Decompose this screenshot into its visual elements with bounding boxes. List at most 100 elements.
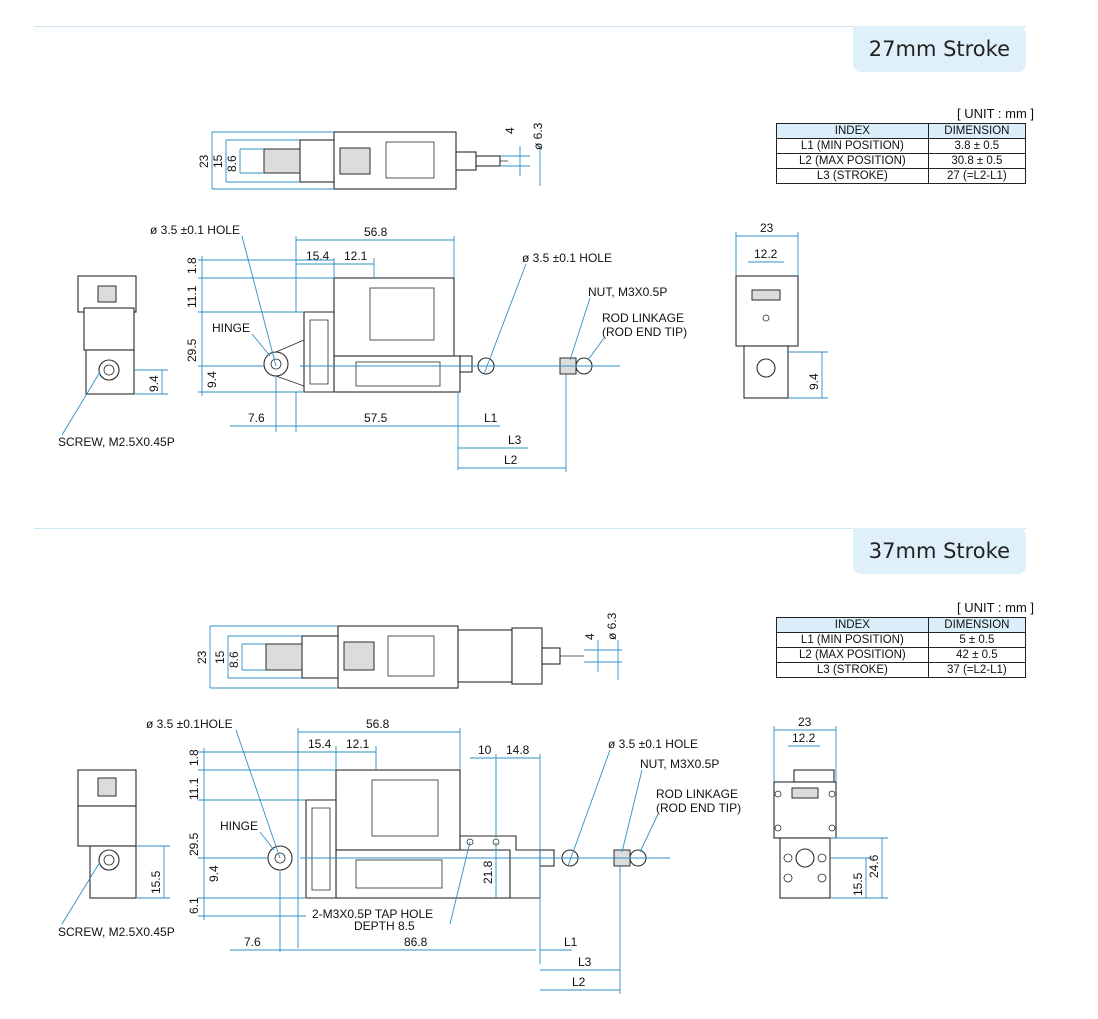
connector-icon (339, 147, 371, 175)
table-cell: 30.8 ± 0.5 (927, 153, 1027, 169)
dim-label: 15.5 (149, 870, 163, 894)
hole-label: ø 3.5 ±0.1 HOLE (608, 737, 698, 751)
dim-label: 11.1 (185, 285, 199, 308)
table-row: L3 (STROKE) 37 (=L2-L1) (776, 662, 1027, 678)
section-title: 37mm Stroke (852, 528, 1026, 574)
table-row: L2 (MAX POSITION) 42 ± 0.5 (776, 647, 1027, 663)
table-row: L3 (STROKE) 27 (=L2-L1) (776, 168, 1027, 184)
dim-label: 7.6 (248, 411, 265, 425)
dim-label: L1 (564, 935, 578, 949)
dim-label: 15 (213, 650, 227, 664)
dim-label: 12.1 (344, 249, 368, 263)
connector-icon (343, 641, 375, 671)
end-view-left: 9.4 SCREW, M2.5X0.45P (58, 275, 175, 449)
table-header: INDEX (776, 617, 929, 633)
table-row: L2 (MAX POSITION) 30.8 ± 0.5 (776, 153, 1027, 169)
dim-label: 21.8 (481, 860, 495, 884)
end-plate (735, 275, 799, 347)
dim-label: L1 (484, 411, 498, 425)
dim-label: L2 (572, 975, 586, 989)
table-cell: L3 (STROKE) (776, 168, 929, 184)
dim-label: 1.8 (187, 749, 201, 766)
rod-end-label: (ROD END TIP) (656, 801, 741, 815)
screw-icon (98, 849, 120, 871)
table-header-row: INDEX DIMENSION (776, 617, 1027, 633)
screw-icon (98, 359, 120, 381)
side-view: 56.8 15.4 12.1 1.8 11.1 29.5 9.4 7.6 57.… (150, 223, 687, 472)
end-view-right: 23 12.2 9.4 (735, 221, 828, 399)
dim-label: 57.5 (364, 411, 388, 425)
dim-label: 9.4 (207, 865, 221, 882)
hole-label: ø 3.5 ±0.1HOLE (146, 717, 233, 731)
dim-label: 9.4 (807, 373, 821, 390)
rod-linkage-label: ROD LINKAGE (602, 311, 684, 325)
dim-label: 6.1 (187, 897, 201, 914)
dimension-table: INDEX DIMENSION L1 (MIN POSITION) 3.8 ± … (776, 123, 1027, 184)
dim-label: 9.4 (205, 371, 219, 388)
hole-label: ø 3.5 ±0.1 HOLE (150, 223, 240, 237)
unit-label: [ UNIT : mm ] (957, 600, 1035, 615)
dim-label: 11.1 (187, 777, 201, 800)
dim-label: 23 (760, 221, 774, 235)
table-cell: 5 ± 0.5 (927, 632, 1027, 648)
hinge-label: HINGE (220, 819, 258, 833)
nut-label: NUT, M3X0.5P (640, 757, 719, 771)
table-cell: 27 (=L2-L1) (927, 168, 1027, 184)
section-divider (34, 26, 1026, 27)
table-header: DIMENSION (927, 617, 1027, 633)
hole-label: ø 3.5 ±0.1 HOLE (522, 251, 612, 265)
dim-label: 1.8 (185, 257, 199, 274)
dim-label: 12.2 (792, 731, 816, 745)
rod-linkage-label: ROD LINKAGE (656, 787, 738, 801)
dim-label: 56.8 (364, 225, 388, 239)
dim-label: 15.4 (306, 249, 330, 263)
dim-label: 23 (798, 715, 812, 729)
table-cell: 37 (=L2-L1) (927, 662, 1027, 678)
dim-label: 23 (197, 154, 211, 168)
section-title: 27mm Stroke (852, 26, 1026, 72)
table-header-row: INDEX DIMENSION (776, 123, 1027, 139)
dim-label: 10 (478, 743, 492, 757)
screw-label: SCREW, M2.5X0.45P (58, 435, 175, 449)
dim-label: 23 (195, 650, 209, 664)
dim-label: L3 (578, 955, 592, 969)
rod-end-label: (ROD END TIP) (602, 325, 687, 339)
connector-icon (751, 289, 781, 301)
side-view: 56.8 15.4 12.1 10 14.8 1.8 11.1 29.5 9.4… (146, 717, 741, 994)
connector-icon (791, 787, 819, 799)
dim-label: 29.5 (185, 338, 199, 362)
top-view: 23 15 8.6 4 ø 6.3 (197, 122, 545, 190)
table-cell: L3 (STROKE) (776, 662, 929, 678)
dim-label: 4 (503, 127, 517, 134)
dim-label: 24.6 (867, 854, 881, 878)
dim-label: 15.4 (308, 737, 332, 751)
table-header: DIMENSION (927, 123, 1027, 139)
dim-label: 56.8 (366, 717, 390, 731)
end-view-right: 23 12.2 15.5 24.6 (773, 715, 888, 899)
dim-label: 14.8 (506, 743, 530, 757)
dim-label: 15 (211, 154, 225, 168)
actuator-body-side (335, 769, 461, 851)
dim-label: 7.6 (244, 935, 261, 949)
nut-label: NUT, M3X0.5P (588, 285, 667, 299)
dim-label: 86.8 (404, 935, 428, 949)
dim-label: 4 (583, 633, 597, 640)
dim-label: 12.1 (346, 737, 370, 751)
dim-label: 12.2 (754, 247, 778, 261)
dim-label: L2 (504, 453, 518, 467)
hinge-label: HINGE (212, 321, 250, 335)
table-row: L1 (MIN POSITION) 5 ± 0.5 (776, 632, 1027, 648)
table-cell: 42 ± 0.5 (927, 647, 1027, 663)
dimension-table: INDEX DIMENSION L1 (MIN POSITION) 5 ± 0.… (776, 617, 1027, 678)
unit-label: [ UNIT : mm ] (957, 106, 1035, 121)
dim-label: L3 (508, 433, 522, 447)
dim-label: ø 6.3 (605, 612, 619, 640)
table-header: INDEX (776, 123, 929, 139)
screw-label: SCREW, M2.5X0.45P (58, 925, 175, 939)
section-divider (34, 528, 1026, 529)
tap-hole-label: 2-M3X0.5P TAP HOLE (312, 907, 433, 921)
dim-label: 8.6 (227, 651, 241, 668)
tap-depth-label: DEPTH 8.5 (354, 919, 415, 933)
